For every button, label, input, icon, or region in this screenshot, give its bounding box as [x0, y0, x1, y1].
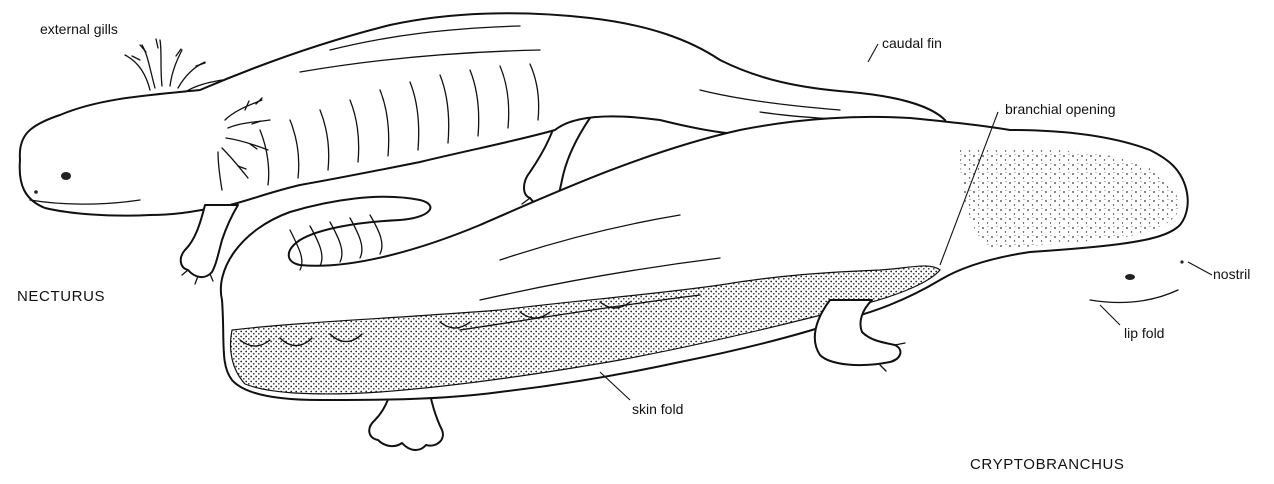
specimen-name-necturus: NECTURUS: [17, 288, 105, 305]
label-skin-fold: skin fold: [632, 401, 683, 417]
label-external-gills: external gills: [40, 21, 118, 37]
label-caudal-fin: caudal fin: [882, 35, 942, 51]
specimen-name-cryptobranchus: CRYPTOBRANCHUS: [970, 456, 1125, 473]
label-lip-fold: lip fold: [1124, 325, 1164, 341]
label-nostril: nostril: [1213, 266, 1250, 282]
label-branchial-opening: branchial opening: [1005, 101, 1116, 117]
